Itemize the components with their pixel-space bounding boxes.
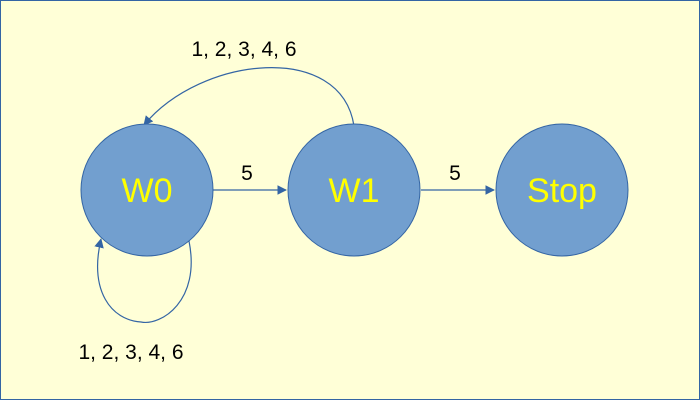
edge-w0-to-w1-label: 5 bbox=[241, 162, 253, 185]
edge-w0-self-loop-arrow bbox=[94, 238, 192, 323]
node-stop: Stop bbox=[495, 123, 629, 257]
node-w1: W1 bbox=[287, 123, 421, 257]
node-w1-label: W1 bbox=[329, 172, 380, 210]
edge-w1-to-w0-arrow bbox=[143, 67, 355, 127]
edge-w1-to-stop-label: 5 bbox=[449, 162, 461, 185]
edge-w1-to-w0-label: 1, 2, 3, 4, 6 bbox=[191, 38, 296, 61]
node-w0: W0 bbox=[80, 123, 214, 257]
node-stop-label: Stop bbox=[527, 172, 597, 210]
node-w0-label: W0 bbox=[122, 172, 173, 210]
edge-w0-self-loop-label: 1, 2, 3, 4, 6 bbox=[78, 341, 183, 364]
